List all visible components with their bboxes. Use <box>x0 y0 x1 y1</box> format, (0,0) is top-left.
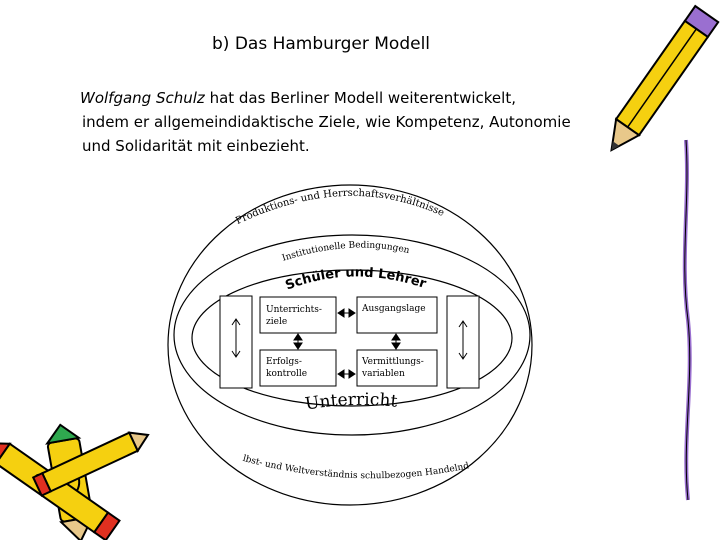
intro-line-1-rest: hat das Berliner Modell weiterentwickelt… <box>204 89 516 107</box>
outer-bottom-label: Selbst- und Weltverständnis schulbezogen… <box>0 0 470 481</box>
left-double-arrow-icon <box>231 318 241 358</box>
intro-paragraph: Wolfgang Schulz hat das Berliner Modell … <box>80 86 660 158</box>
connector-right-vertical <box>391 333 401 350</box>
decorative-stroke <box>682 139 692 501</box>
connector-top-horizontal <box>337 308 356 318</box>
outer-ellipse <box>167 184 533 506</box>
author-name: Wolfgang Schulz <box>80 89 205 107</box>
pencil-icon <box>610 4 720 152</box>
outer-top-label: Produktions- und Herrschaftsverhältnisse <box>234 188 446 227</box>
decorative-stroke-outline <box>684 139 691 501</box>
box-unterrichtsziele-line2: ziele <box>266 317 287 327</box>
box-ausgangslage <box>356 296 438 334</box>
unterricht-label: Unterricht <box>304 390 399 415</box>
box-ausgangslage-line1: Ausgangslage <box>361 304 426 314</box>
institutional-label: Institutionelle Bedingungen <box>281 241 411 264</box>
core-label: Schüler und Lehrer <box>283 265 428 293</box>
box-unterrichtsziele <box>259 296 337 334</box>
box-vermittlungsvariablen-line1: Vermittlungs- <box>361 357 424 367</box>
box-vermittlungsvariablen <box>356 349 438 387</box>
box-erfolgskontrolle <box>259 349 337 387</box>
institutional-ellipse <box>173 234 531 436</box>
box-erfolgskontrolle-line1: Erfolgs- <box>266 357 302 367</box>
box-vermittlungsvariablen-line2: variablen <box>361 369 405 379</box>
right-double-arrow-icon <box>458 320 468 360</box>
box-erfolgskontrolle-line2: kontrolle <box>266 369 307 379</box>
core-ellipse <box>191 269 513 407</box>
crossed-pencils-icon <box>0 423 150 540</box>
box-unterrichtsziele-line1: Unterrichts- <box>266 305 322 315</box>
intro-line-2: indem er allgemeindidaktische Ziele, wie… <box>82 113 571 131</box>
connector-bottom-horizontal <box>337 369 356 379</box>
intro-line-3: und Solidarität mit einbezieht. <box>82 137 310 155</box>
connector-left-vertical <box>293 333 303 350</box>
slide-title: b) Das Hamburger Modell <box>212 34 431 54</box>
intro-line-1: Wolfgang Schulz hat das Berliner Modell … <box>80 86 660 110</box>
